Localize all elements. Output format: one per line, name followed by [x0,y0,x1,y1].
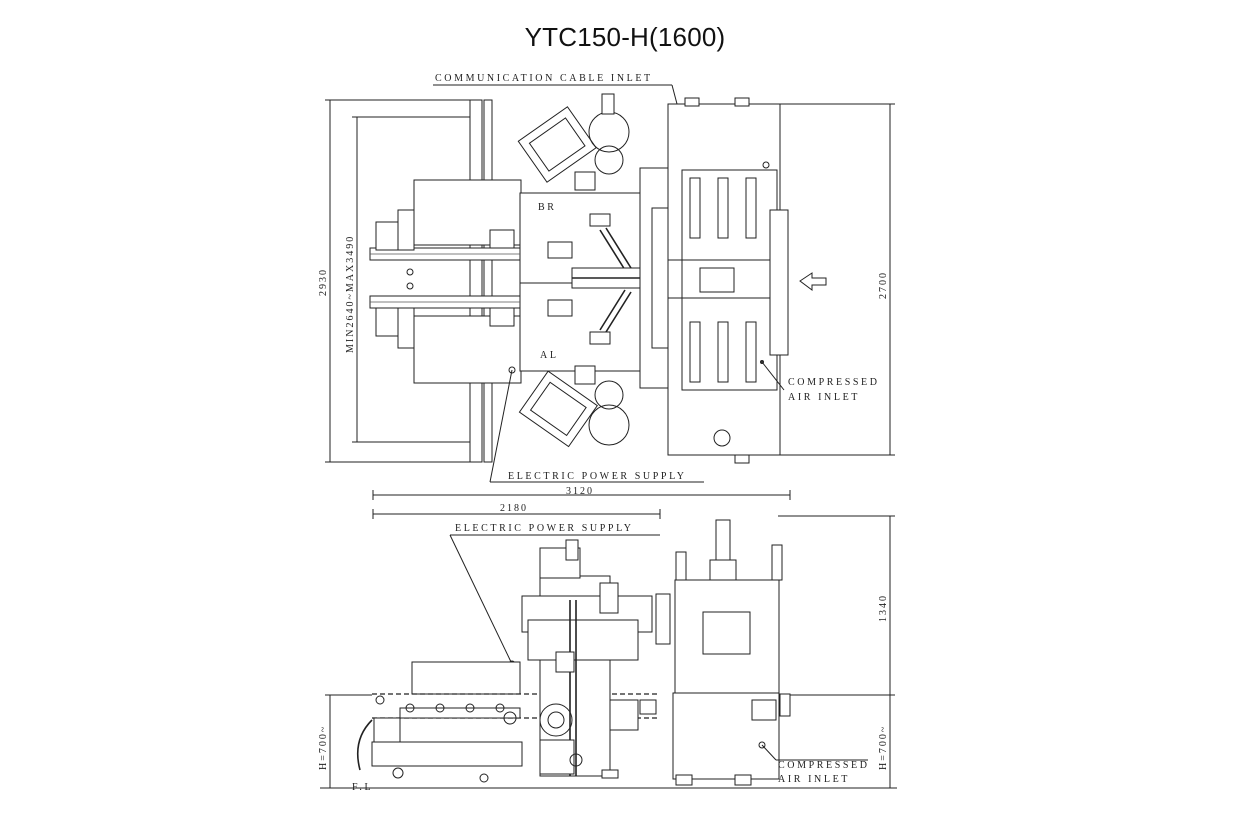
dim-adjustable: MIN2640~MAX3490 [345,235,356,353]
dim-2930: 2930 [318,268,329,296]
dim-2180: 2180 [500,503,528,514]
al-label: AL [540,350,559,361]
arrow-left-icon [799,272,827,291]
top-view: COMMUNICATION CABLE INLET BR AL COMPRESS… [318,73,895,500]
floor-level-label: F.L [352,782,373,793]
dim-3120: 3120 [566,486,594,497]
dim-2700: 2700 [878,271,889,299]
side-power-label: ELECTRIC POWER SUPPLY [455,523,634,534]
side-air-label-1: COMPRESSED [778,760,870,771]
air-inlet-label-2: AIR INLET [788,392,860,403]
side-view: ELECTRIC POWER SUPPLY COMPRESSED AIR INL… [318,503,897,793]
air-inlet-label-1: COMPRESSED [788,377,880,388]
dim-h-left: H=700~ [318,725,329,770]
br-label: BR [538,202,557,213]
comm-cable-label: COMMUNICATION CABLE INLET [435,73,653,84]
dim-1340: 1340 [878,594,889,622]
power-supply-label: ELECTRIC POWER SUPPLY [508,471,687,482]
page-title: YTC150-H(1600) [524,22,726,52]
side-air-label-2: AIR INLET [778,774,850,785]
dim-h-right: H=700~ [878,725,889,770]
